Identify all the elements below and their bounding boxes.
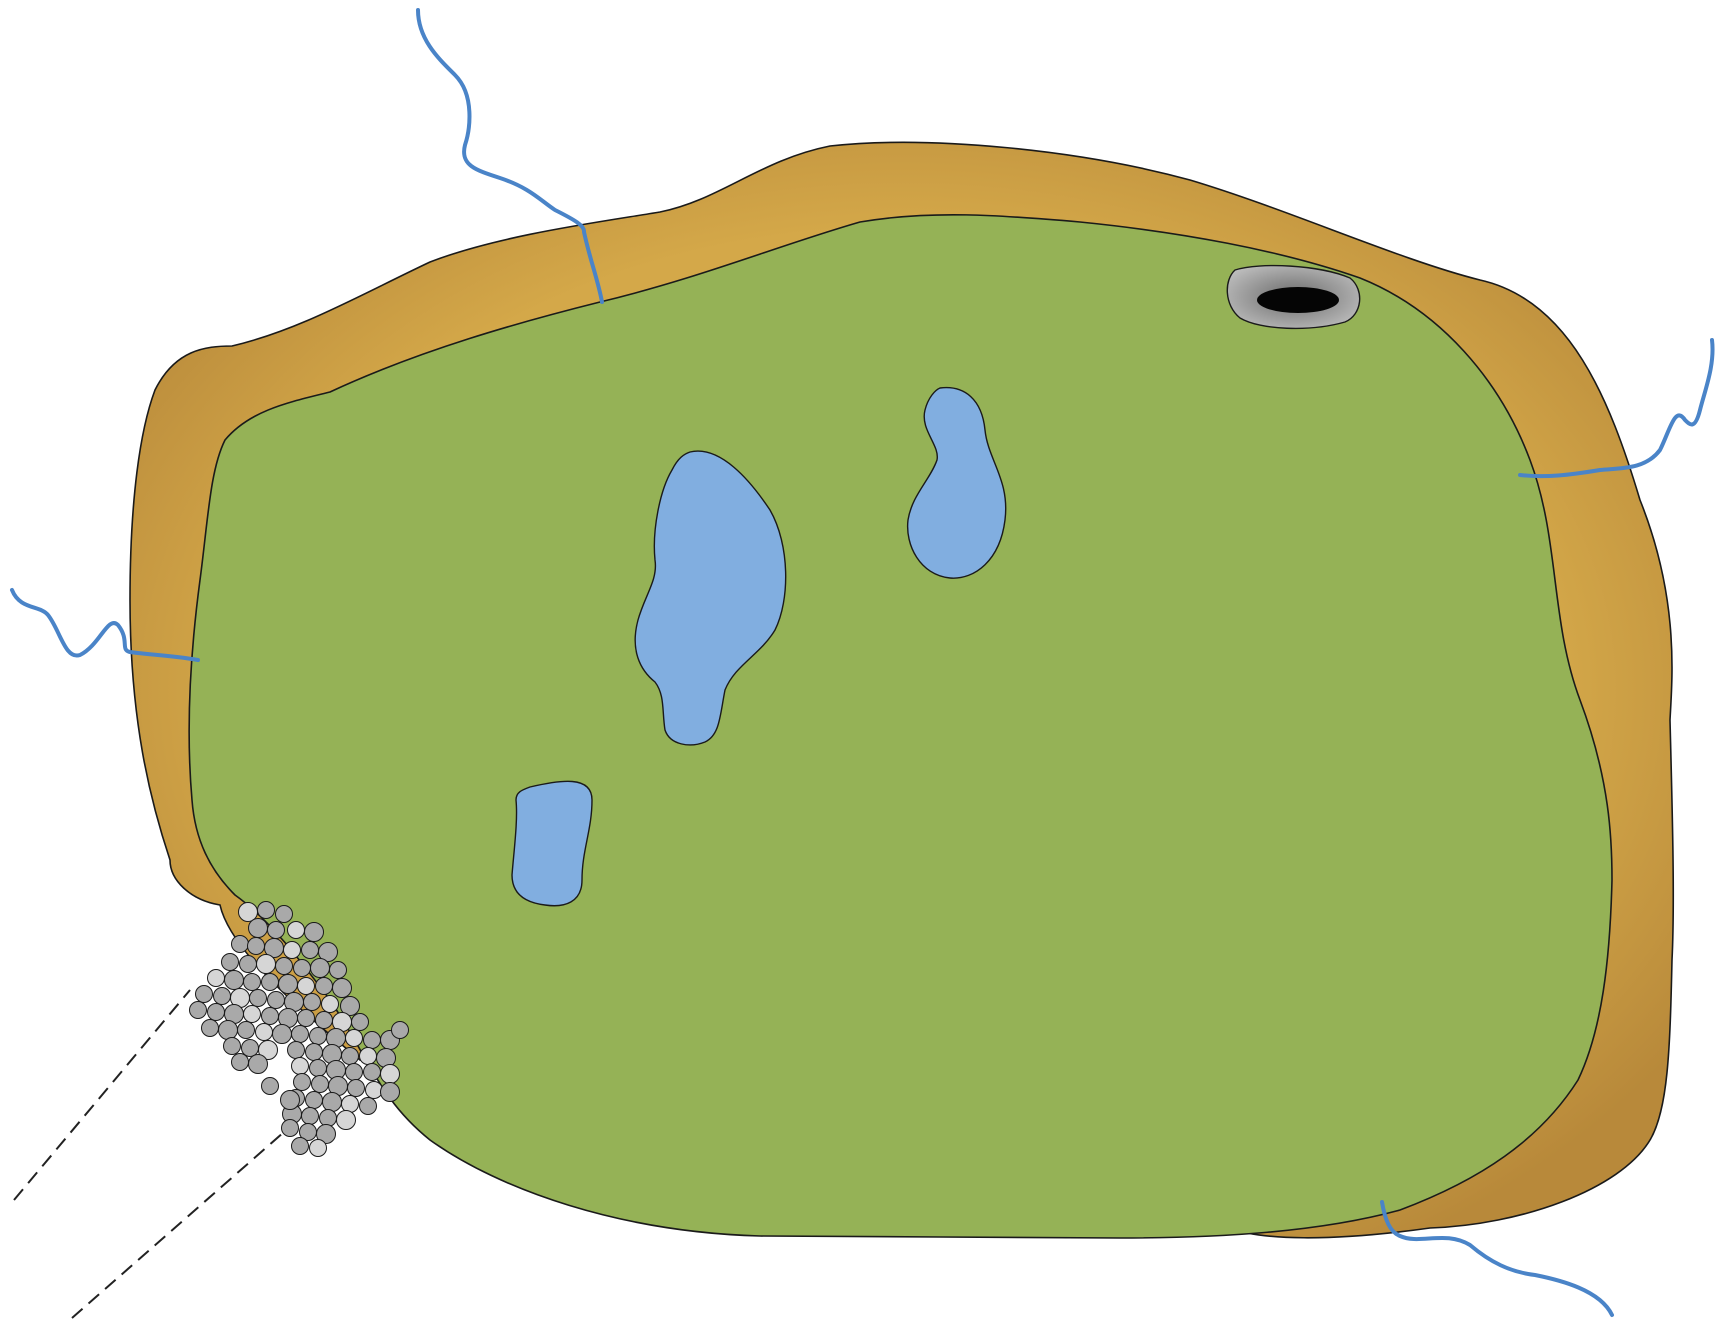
boulder <box>196 986 213 1003</box>
boulder <box>292 1138 309 1155</box>
boulder <box>294 1074 311 1091</box>
boulder <box>310 1140 327 1157</box>
boulder <box>256 1024 273 1041</box>
boulder <box>273 1025 292 1044</box>
boulder <box>311 959 330 978</box>
boulder <box>294 960 311 977</box>
boulder <box>298 978 315 995</box>
boulder <box>305 923 324 942</box>
boulder <box>342 1048 359 1065</box>
boulder <box>249 919 268 938</box>
boulder <box>249 1055 268 1074</box>
boulder <box>248 938 265 955</box>
boulder <box>222 954 239 971</box>
boulder <box>240 956 257 973</box>
boulder <box>360 1048 377 1065</box>
boulder <box>232 1054 249 1071</box>
inner-basin-area <box>189 215 1612 1238</box>
boulder <box>292 1026 309 1043</box>
boulder <box>190 1002 207 1019</box>
boulder <box>258 902 275 919</box>
boulder <box>238 1022 255 1039</box>
boulder <box>312 1076 329 1093</box>
boulder <box>268 992 285 1009</box>
boulder <box>302 1108 319 1125</box>
boulder <box>333 979 352 998</box>
boulder <box>214 988 231 1005</box>
boulder <box>242 1040 259 1057</box>
boulder <box>219 1021 238 1040</box>
boulder <box>322 996 339 1013</box>
boulder <box>232 936 249 953</box>
boulder <box>381 1083 400 1102</box>
boulder <box>346 1030 363 1047</box>
boulder <box>352 1014 369 1031</box>
boulder <box>288 1042 305 1059</box>
boulder <box>310 1060 327 1077</box>
boulder <box>306 1092 323 1109</box>
boulder <box>316 1012 333 1029</box>
boulder <box>279 975 298 994</box>
boulder <box>282 1120 299 1137</box>
pond-small <box>512 781 592 905</box>
boulder <box>366 1082 383 1099</box>
boulder <box>302 942 319 959</box>
boulder <box>257 955 276 974</box>
boulder <box>262 1008 279 1025</box>
boulder <box>304 994 321 1011</box>
boulder <box>276 906 293 923</box>
dashed-guide-line-upper <box>14 990 190 1200</box>
boulder <box>208 970 225 987</box>
boulder <box>310 1028 327 1045</box>
boulder <box>306 1044 323 1061</box>
boulder <box>364 1064 381 1081</box>
boulder <box>392 1022 409 1039</box>
boulder <box>262 974 279 991</box>
boulder <box>330 962 347 979</box>
boulder <box>288 922 305 939</box>
boulder <box>244 974 261 991</box>
boulder <box>320 1110 337 1127</box>
boulder <box>342 1096 359 1113</box>
boulder <box>298 1010 315 1027</box>
boulder <box>208 1004 225 1021</box>
boulder <box>202 1020 219 1037</box>
boulder <box>337 1111 356 1130</box>
boulder <box>284 942 301 959</box>
boulder <box>292 1058 309 1075</box>
boulder <box>323 1093 342 1112</box>
boulder <box>250 990 267 1007</box>
dashed-guide-line-lower <box>72 1118 300 1318</box>
boulder <box>364 1032 381 1049</box>
boulder <box>262 1078 279 1095</box>
boulder <box>281 1091 300 1110</box>
boulder <box>346 1064 363 1081</box>
boulder <box>348 1080 365 1097</box>
boulder <box>381 1065 400 1084</box>
sinkhole-icon <box>1227 266 1359 329</box>
boulder <box>360 1098 377 1115</box>
boulder <box>268 922 285 939</box>
boulder <box>225 971 244 990</box>
boulder <box>276 958 293 975</box>
boulder <box>224 1038 241 1055</box>
boulder <box>316 978 333 995</box>
boulder <box>244 1006 261 1023</box>
